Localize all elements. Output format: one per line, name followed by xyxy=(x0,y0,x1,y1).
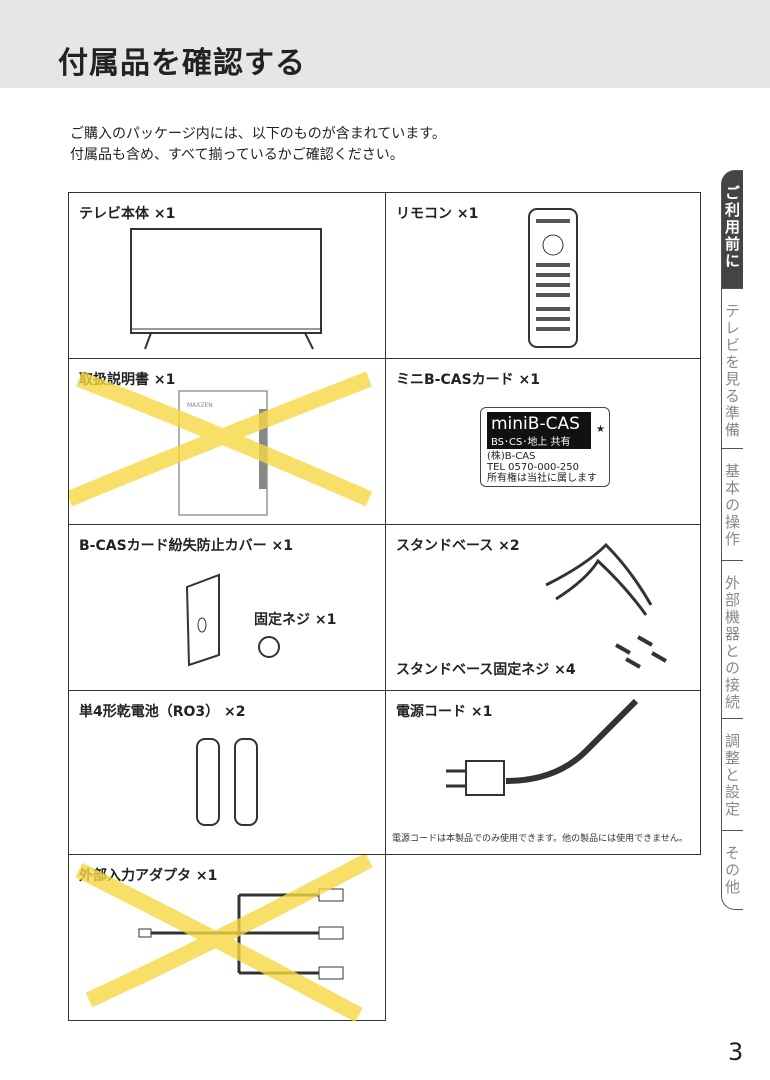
accessory-table: テレビ本体 ×1 リモコン ×1 取扱説明書 ×1 MAXZEN ミニB-CAS… xyxy=(68,192,701,1022)
item-input-adapter: 外部入力アダプタ ×1 xyxy=(68,854,386,1022)
cover-illustration xyxy=(185,573,280,667)
section-tabs: ご利用前に テレビを見る準備 基本の操作 外部機器との接続 調整と設定 その他 xyxy=(721,170,770,910)
minibcas-card: miniB-CAS BS･CS･地上 共有 (株)B-CAS TEL 0570-… xyxy=(480,407,610,487)
intro-text: ご購入のパッケージ内には、以下のものが含まれています。 付属品も含め、すべて揃っ… xyxy=(70,124,446,166)
intro-line: 付属品も含め、すべて揃っているかご確認ください。 xyxy=(70,147,404,163)
item-label: 電源コード ×1 xyxy=(396,704,493,720)
card-line: 所有権は当社に属します xyxy=(487,473,597,484)
item-manual: 取扱説明書 ×1 MAXZEN xyxy=(68,358,386,525)
page-number: 3 xyxy=(728,1038,744,1066)
item-power-cord: 電源コード ×1 電源コードは本製品でのみ使用できます。他の製品には使用できませ… xyxy=(385,690,701,855)
intro-line: ご購入のパッケージ内には、以下のものが含まれています。 xyxy=(70,126,446,142)
tab-tv-setup[interactable]: テレビを見る準備 xyxy=(721,288,743,448)
tab-other[interactable]: その他 xyxy=(721,830,743,910)
cross-mark xyxy=(75,855,373,1022)
page-title: 付属品を確認する xyxy=(58,46,306,81)
remote-illustration xyxy=(528,208,578,348)
tab-adjust-settings[interactable]: 調整と設定 xyxy=(721,718,743,830)
item-label: 単4形乾電池（RO3） ×2 xyxy=(79,704,246,720)
item-bcas-cover: B-CASカード紛失防止カバー ×1 固定ネジ ×1 xyxy=(68,524,386,691)
tab-basic-operation[interactable]: 基本の操作 xyxy=(721,448,743,560)
stand-illustration xyxy=(545,542,667,669)
manual-illustration: MAXZEN xyxy=(69,371,373,516)
item-note: 電源コードは本製品でのみ使用できます。他の製品には使用できません。 xyxy=(392,834,688,844)
svg-text:MAXZEN: MAXZEN xyxy=(187,402,213,409)
card-line: (株)B-CAS xyxy=(487,451,536,462)
card-line: TEL 0570-000-250 xyxy=(487,462,580,473)
item-label: テレビ本体 ×1 xyxy=(79,206,176,222)
cross-mark xyxy=(69,371,373,507)
card-subtitle: BS･CS･地上 共有 xyxy=(487,436,591,449)
item-tv: テレビ本体 ×1 xyxy=(68,192,386,359)
power-cord-illustration xyxy=(446,698,639,796)
item-sub-label: スタンドベース固定ネジ ×4 xyxy=(396,662,576,678)
item-label: B-CASカード紛失防止カバー ×1 xyxy=(79,538,294,554)
item-label: スタンドベース ×2 xyxy=(396,538,520,554)
tab-external-devices[interactable]: 外部機器との接続 xyxy=(721,560,743,718)
tab-before-use[interactable]: ご利用前に xyxy=(721,170,743,288)
item-label: ミニB-CASカード ×1 xyxy=(396,372,541,388)
tv-illustration xyxy=(130,228,322,350)
item-sub-label: 固定ネジ ×1 xyxy=(254,612,337,628)
item-remote: リモコン ×1 xyxy=(385,192,701,359)
item-stand-base: スタンドベース ×2 スタンドベース固定ネジ ×4 xyxy=(385,524,701,691)
header-band xyxy=(0,0,770,88)
item-batteries: 単4形乾電池（RO3） ×2 xyxy=(68,690,386,855)
star-icon: ★ xyxy=(596,424,605,435)
item-label: リモコン ×1 xyxy=(396,206,479,222)
adapter-illustration xyxy=(75,855,373,1022)
card-title: miniB-CAS xyxy=(487,412,591,436)
batteries-illustration xyxy=(196,738,258,826)
